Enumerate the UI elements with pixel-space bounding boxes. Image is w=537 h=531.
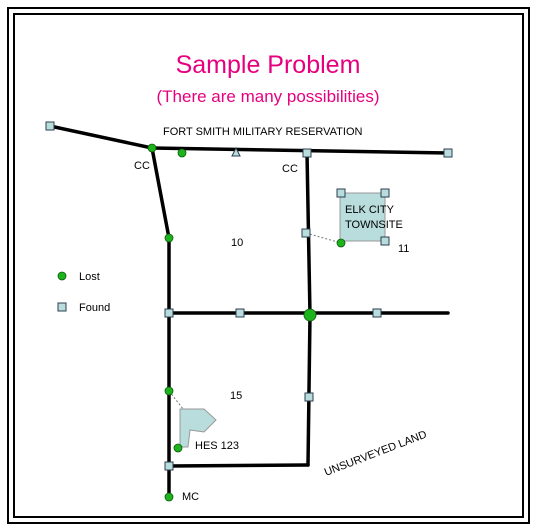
section-11-label: 11	[398, 243, 409, 255]
lost-corner	[336, 238, 346, 248]
map-title: Sample Problem	[176, 51, 361, 79]
found-corners	[45, 121, 453, 471]
unsurveyed-land-label: UNSURVEYED LAND	[323, 429, 429, 479]
elk-city-label-line1: ELK CITY	[345, 204, 395, 216]
road-south	[167, 463, 310, 468]
found-corner	[372, 308, 382, 318]
road-northwest	[48, 124, 154, 150]
lost-corners	[147, 143, 346, 502]
lost-corner	[173, 443, 183, 453]
found-corner	[380, 188, 390, 198]
found-corner	[164, 461, 174, 471]
lost-corner	[147, 143, 157, 153]
cc-label-right: CC	[282, 163, 298, 175]
found-corner	[443, 148, 453, 158]
outer-frame	[7, 7, 530, 524]
section-10-label: 10	[231, 237, 243, 249]
map-subtitle: (There are many possibilities)	[157, 87, 380, 106]
cc-label-left: CC	[134, 160, 150, 172]
lost-corner	[177, 148, 187, 158]
triangle-monument-icon	[231, 146, 241, 157]
legend-lost-icon	[57, 271, 67, 281]
hes-123-label: HES 123	[195, 440, 239, 452]
section-15-label: 15	[230, 390, 242, 402]
legend: Lost Found	[57, 271, 110, 314]
lost-corner	[303, 308, 317, 322]
found-corner	[164, 308, 174, 318]
tie-lines	[168, 232, 342, 415]
found-corner	[45, 121, 55, 131]
inner-frame	[13, 13, 524, 518]
found-corner	[336, 188, 346, 198]
lost-corner	[164, 492, 174, 502]
legend-lost-label: Lost	[79, 271, 100, 283]
mc-label: MC	[182, 491, 199, 503]
road-north	[150, 146, 450, 155]
lost-corner	[164, 386, 174, 396]
road-east-lower	[306, 313, 312, 467]
found-corner	[380, 236, 390, 246]
elk-city-townsite-parcel	[339, 192, 386, 242]
found-corner	[235, 308, 245, 318]
found-corner	[304, 392, 314, 402]
lost-corner	[164, 233, 174, 243]
found-corner	[302, 148, 312, 158]
legend-found-label: Found	[79, 302, 110, 314]
legend-found-icon	[57, 302, 67, 312]
tie-line-townsite	[305, 232, 342, 244]
reservation-label: FORT SMITH MILITARY RESERVATION	[163, 126, 363, 138]
road-west-upper	[150, 146, 171, 315]
elk-city-label-line2: TOWNSITE	[345, 219, 403, 231]
found-corner	[301, 228, 311, 238]
